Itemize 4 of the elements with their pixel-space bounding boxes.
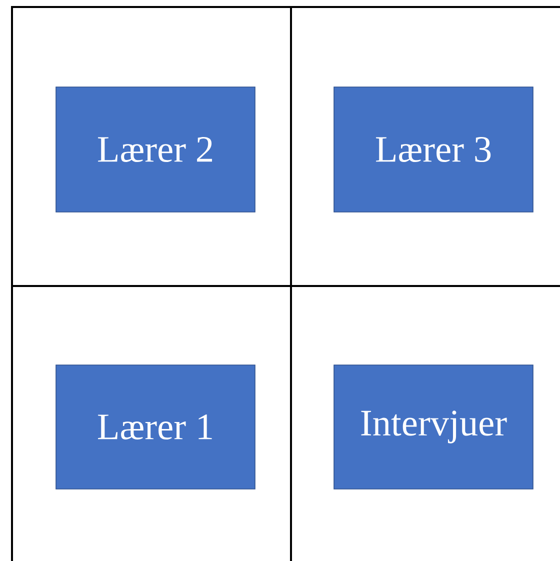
process-box: Lærer 3 (334, 86, 534, 212)
process-box: Intervjuer (334, 364, 534, 490)
process-box: Lærer 1 (56, 364, 256, 490)
process-box: Lærer 2 (56, 86, 256, 212)
